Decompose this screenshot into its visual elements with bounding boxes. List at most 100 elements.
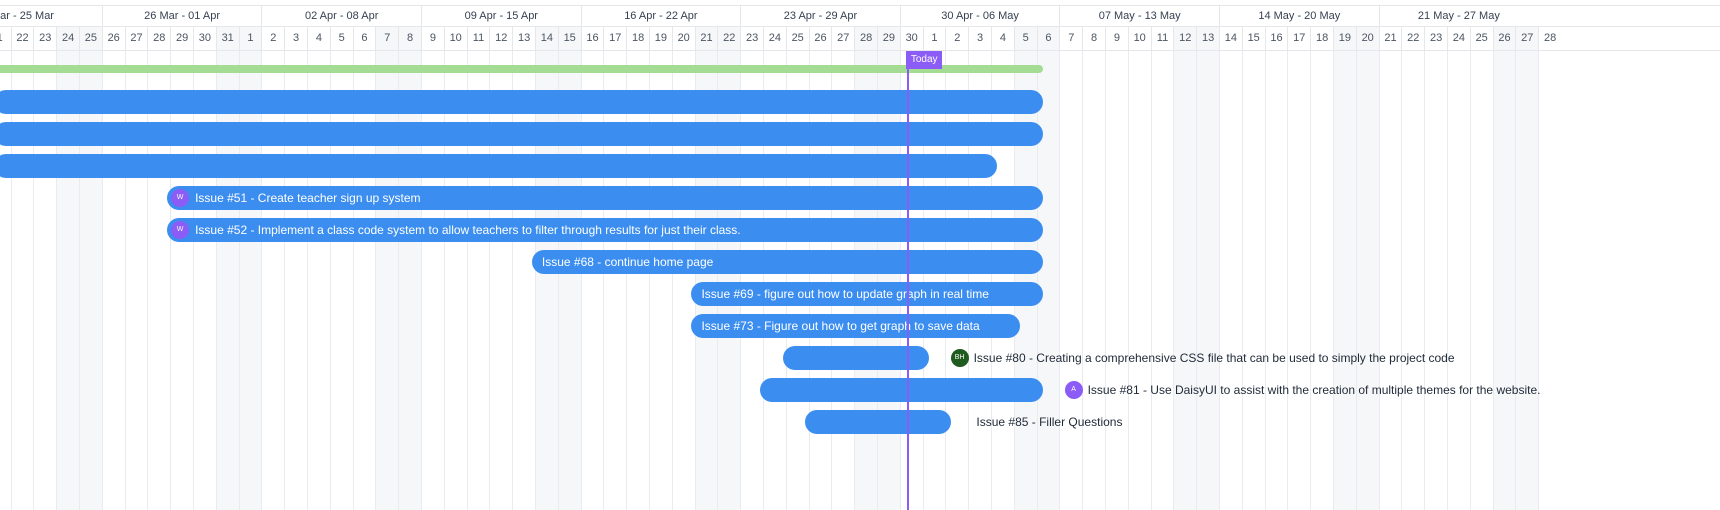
day-column (1196, 27, 1219, 510)
week-header: 21 May - 27 May (1378, 6, 1539, 27)
day-header: 14 (1219, 27, 1242, 50)
day-column (1219, 27, 1242, 510)
day-column (238, 27, 262, 510)
day-column (1105, 27, 1128, 510)
day-header: 3 (968, 27, 991, 50)
day-column (124, 27, 148, 510)
day-header: 7 (375, 27, 399, 50)
day-header: 12 (489, 27, 512, 50)
day-column (193, 27, 216, 510)
day-column (33, 27, 56, 510)
day-column (329, 27, 353, 510)
day-header: 16 (580, 27, 604, 50)
day-column (307, 27, 330, 510)
task-bar[interactable]: Issue #68 - continue home page (531, 250, 1043, 274)
day-header: 10 (443, 27, 467, 50)
day-header: 19 (649, 27, 672, 50)
day-column (1127, 27, 1151, 510)
project-progress-bar[interactable] (0, 65, 1043, 73)
day-column (1378, 27, 1402, 510)
task-bar[interactable]: Issue #69 - figure out how to update gra… (691, 282, 1043, 306)
day-header: 23 (33, 27, 56, 50)
week-header: Mar - 25 Mar (0, 6, 102, 27)
day-header: 19 (1333, 27, 1356, 50)
today-badge[interactable]: Today (906, 51, 943, 69)
task-label: Issue #69 - figure out how to update gra… (691, 282, 989, 306)
day-header: 15 (1241, 27, 1265, 50)
task-bar[interactable] (759, 378, 1043, 402)
day-header: 20 (671, 27, 695, 50)
assignee-avatar[interactable]: BH (950, 349, 969, 367)
day-header: 1 (238, 27, 262, 50)
day-header: 8 (398, 27, 421, 50)
day-column (489, 27, 512, 510)
day-header: 21 (694, 27, 718, 50)
assignee-avatar[interactable]: A (1064, 381, 1083, 399)
day-column (79, 27, 102, 510)
assignee-avatar[interactable]: W (171, 189, 190, 207)
task-title: Issue #81 - Use DaisyUI to assist with t… (1087, 383, 1541, 397)
day-column (1538, 27, 1561, 510)
day-column (10, 27, 34, 510)
day-header: 18 (626, 27, 649, 50)
day-header: 27 (831, 27, 854, 50)
day-column (443, 27, 467, 510)
task-label: Issue #73 - Figure out how to get graph … (691, 314, 979, 338)
day-header: 26 (808, 27, 832, 50)
week-header: 26 Mar - 01 Apr (101, 6, 262, 27)
day-header: 25 (1469, 27, 1493, 50)
assignee-avatar[interactable]: W (171, 221, 190, 239)
day-column (1264, 27, 1288, 510)
day-header: 18 (1310, 27, 1333, 50)
day-column (170, 27, 193, 510)
day-column (512, 27, 535, 510)
task-title: Issue #68 - continue home page (541, 255, 714, 269)
task-bar[interactable] (0, 154, 997, 178)
day-header: 26 (101, 27, 125, 50)
day-header: 29 (877, 27, 900, 50)
day-column (1355, 27, 1379, 510)
day-column (1492, 27, 1516, 510)
day-header: 24 (56, 27, 79, 50)
day-header: 31 (215, 27, 239, 50)
task-label: Issue #68 - continue home page (532, 250, 713, 274)
day-column (1401, 27, 1424, 510)
day-header: 26 (1492, 27, 1516, 50)
task-title: Issue #80 - Creating a comprehensive CSS… (973, 351, 1455, 365)
day-header: 10 (1127, 27, 1151, 50)
task-bar[interactable] (0, 90, 1043, 114)
day-header: 1 (0, 27, 11, 50)
day-header: 5 (329, 27, 353, 50)
day-header: 17 (603, 27, 626, 50)
day-header: 16 (1264, 27, 1288, 50)
day-column (101, 27, 125, 510)
day-column (1287, 27, 1310, 510)
day-header: 30 (899, 27, 923, 50)
day-column (1424, 27, 1447, 510)
task-title: Issue #85 - Filler Questions (976, 415, 1123, 429)
day-header: 14 (535, 27, 558, 50)
day-header: 15 (557, 27, 581, 50)
day-header: 22 (1401, 27, 1424, 50)
day-header: 2 (945, 27, 968, 50)
day-header: 1 (922, 27, 946, 50)
day-header: 3 (284, 27, 307, 50)
day-header: 13 (512, 27, 535, 50)
week-header: 02 Apr - 08 Apr (261, 6, 421, 27)
task-bar[interactable]: Issue #73 - Figure out how to get graph … (691, 314, 1020, 338)
task-label: BH Issue #80 - Creating a comprehensive C… (950, 346, 1455, 370)
day-column (1310, 27, 1333, 510)
task-bar[interactable] (805, 410, 952, 434)
task-bar[interactable] (782, 346, 929, 370)
day-column (1447, 27, 1470, 510)
week-header: 14 May - 20 May (1219, 6, 1379, 27)
day-header: 12 (1173, 27, 1197, 50)
task-bar[interactable] (0, 122, 1043, 146)
day-column (421, 27, 444, 510)
day-header: 24 (1447, 27, 1470, 50)
day-column (352, 27, 376, 510)
day-column (147, 27, 170, 510)
day-column (466, 27, 490, 510)
